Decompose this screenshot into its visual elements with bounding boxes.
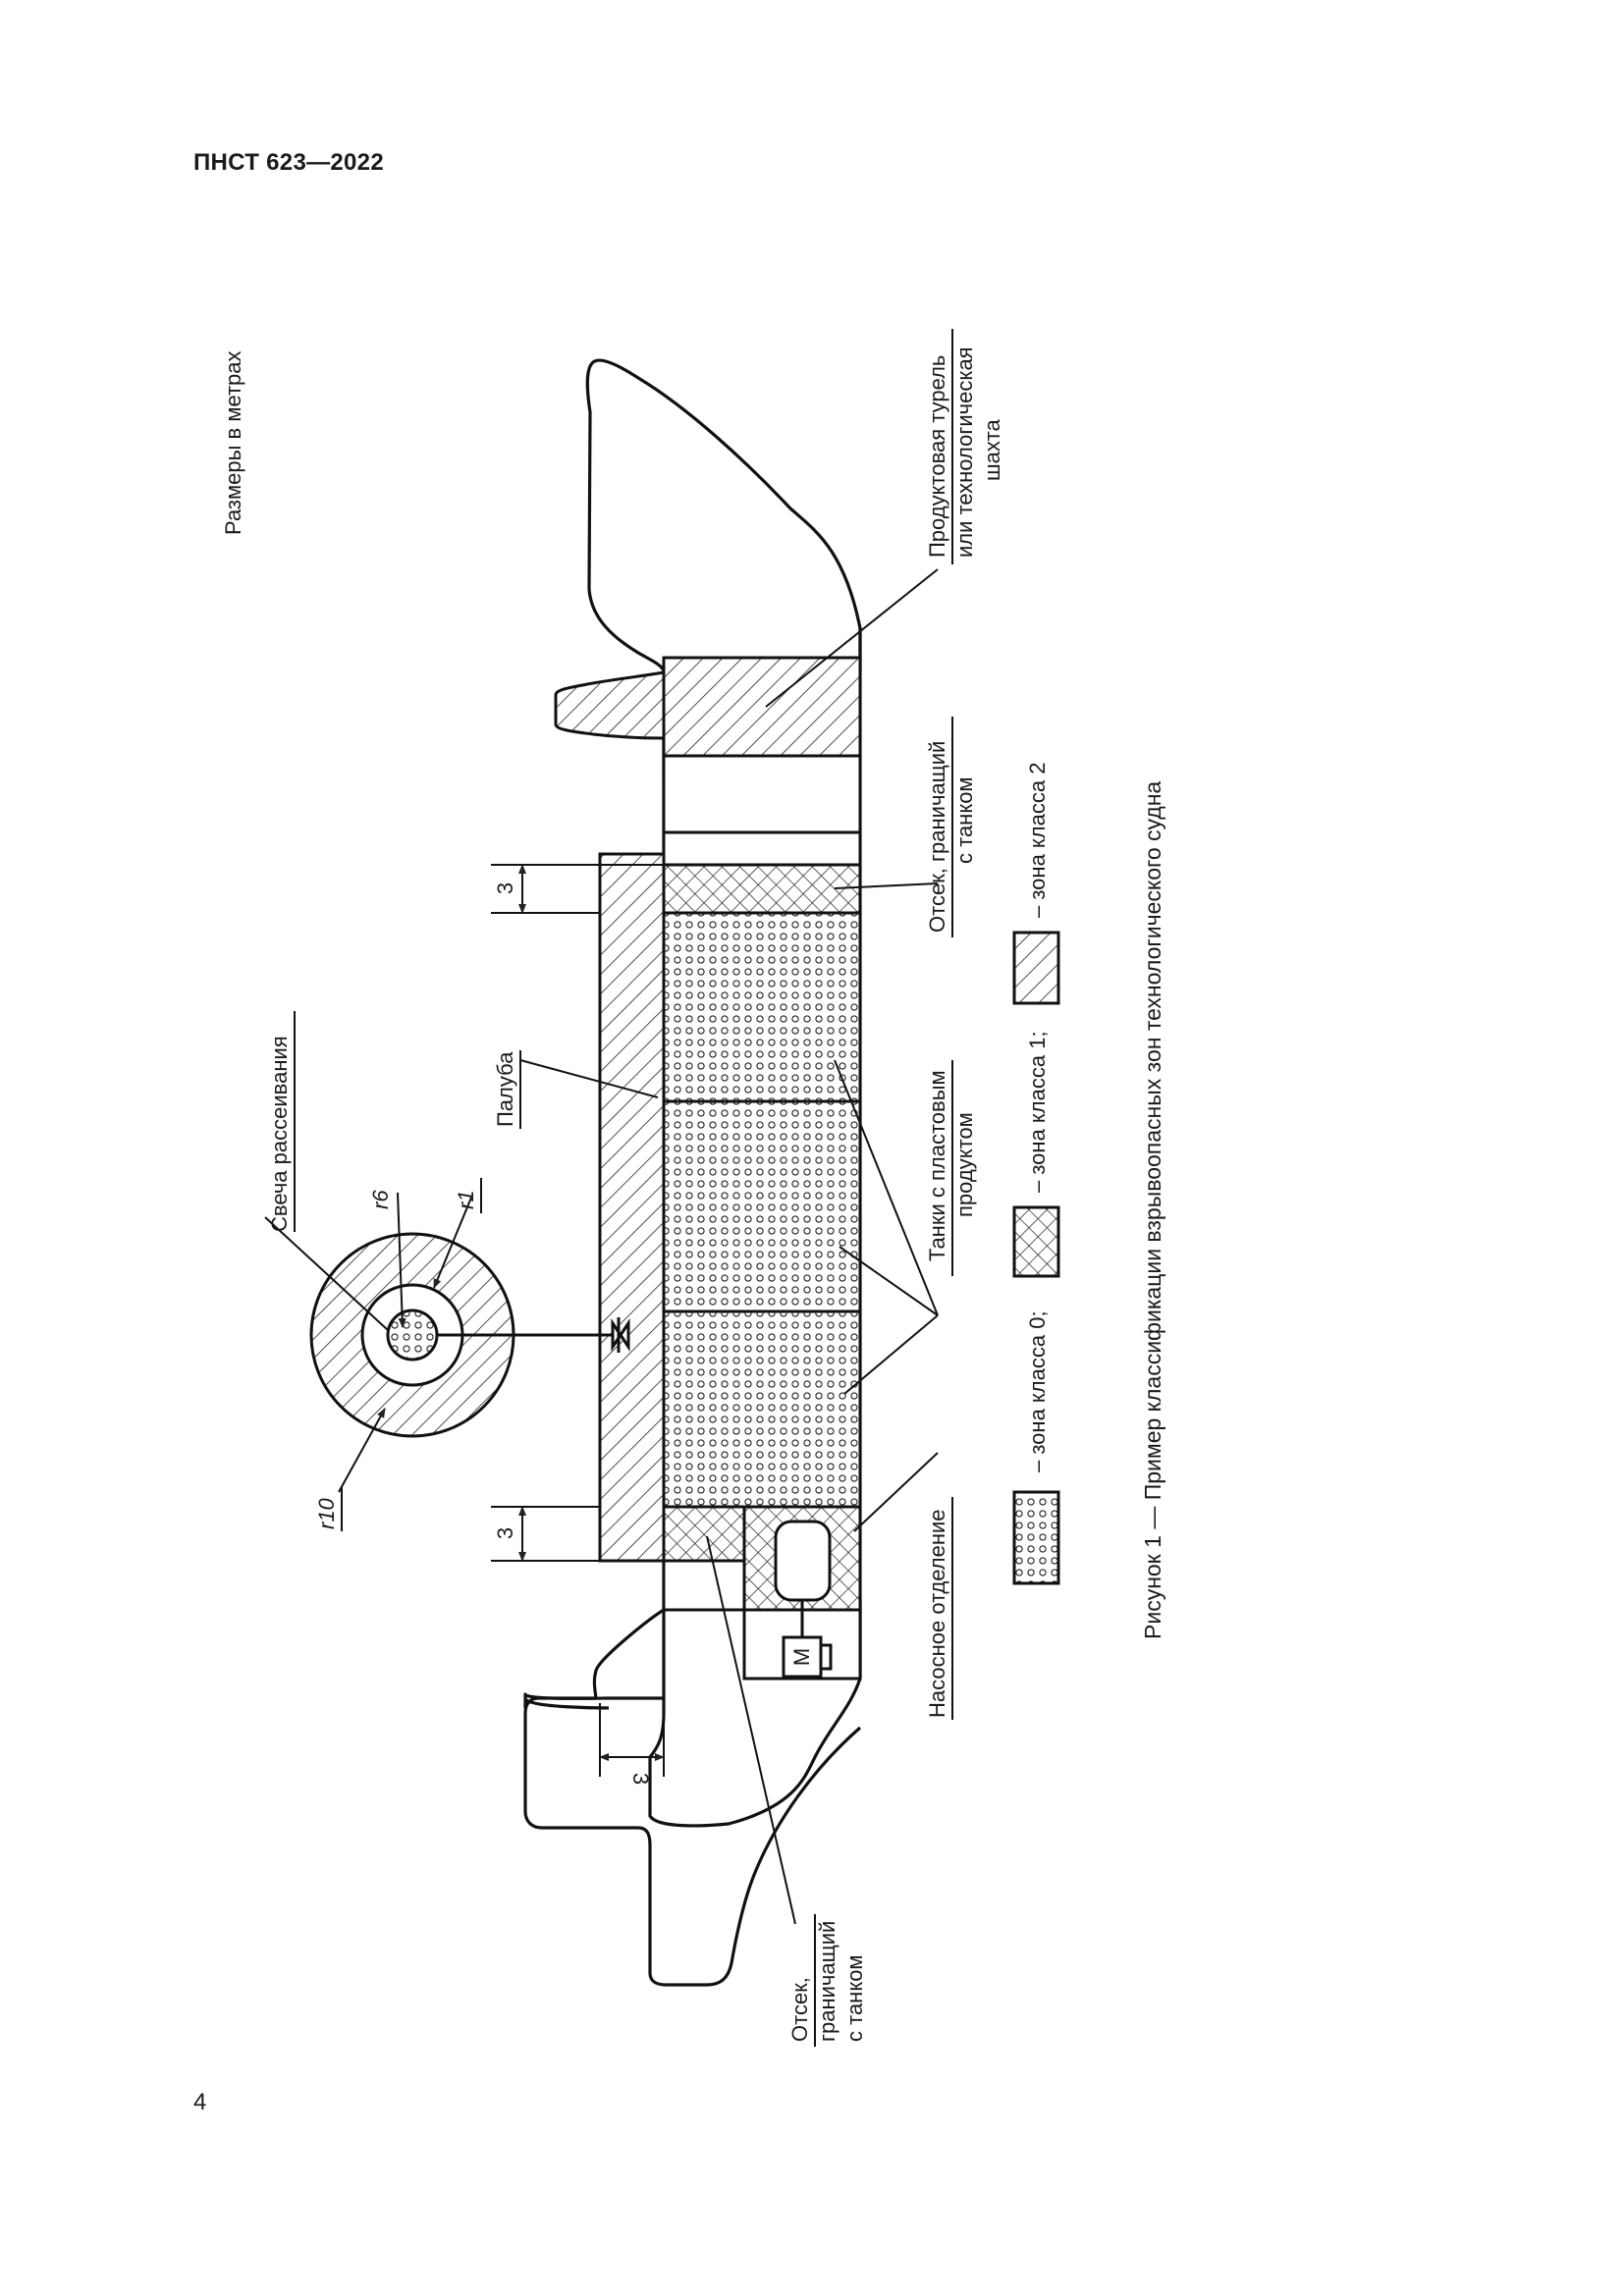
radius-r6-label: r6 xyxy=(368,1190,393,1209)
legend-item-zone-2: – зона класса 2 xyxy=(1012,763,1060,1005)
radius-r1-label: r1 xyxy=(454,1190,478,1209)
tanks-label-line2: продуктом xyxy=(952,1112,977,1217)
cofferdam-top-zone-1 xyxy=(662,863,862,915)
legend-item-zone-0: – зона класса 0; xyxy=(1012,1310,1060,1585)
deck-zone-2 xyxy=(598,852,666,1563)
figure-caption: Рисунок 1 — Пример классификации взрывоо… xyxy=(1140,781,1165,1639)
tanks-label-line1: Танки с пластовым xyxy=(925,1070,949,1261)
compartment-fwd-label-line1: Отсек, xyxy=(787,1977,812,2042)
flare-pipe xyxy=(437,1317,630,1353)
dimension-3-bottom: 3 xyxy=(493,1527,517,1539)
flare-label: Свеча рассеивания xyxy=(267,1036,292,1232)
legend-label-zone-1: – зона класса 1; xyxy=(1025,1031,1050,1193)
deck-label: Палуба xyxy=(493,1051,517,1127)
compartment-fwd-label-line2: граничащий xyxy=(815,1921,839,2042)
empty-compartments xyxy=(662,754,862,867)
dimension-3-top: 3 xyxy=(493,882,517,894)
radius-indicators xyxy=(264,1192,472,1493)
legend-label-zone-2: – зона класса 2 xyxy=(1025,763,1050,918)
units-note: Размеры в метрах xyxy=(221,350,245,535)
dimension-lines xyxy=(491,864,665,1777)
document-code: ПНСТ 623—2022 xyxy=(193,149,384,176)
turret-zone-2 xyxy=(662,656,862,758)
dimension-3-side: 3 xyxy=(628,1773,653,1785)
compartment-fwd-label-line3: с танком xyxy=(842,1954,867,2042)
radius-r10-label: r10 xyxy=(314,1497,339,1529)
turret-label-line1: Продуктовая турель xyxy=(925,355,949,558)
turret-label-line3: шахта xyxy=(980,419,1004,481)
legend-item-zone-1: – зона класса 1; xyxy=(1012,1031,1060,1278)
leader-lines xyxy=(519,568,939,1925)
turret-label-line2: или технологическая xyxy=(952,347,977,558)
turret-nose-zone-2 xyxy=(554,670,666,740)
compartment-aft-label-line1: Отсек, граничащий xyxy=(925,741,949,933)
cargo-tanks-zone-0 xyxy=(662,911,862,1509)
pump-room-label: Насосное отделение xyxy=(925,1509,949,1718)
legend: – зона класса 0; – зона класса 1; – зона… xyxy=(1012,763,1060,1585)
legend-label-zone-0: – зона класса 0; xyxy=(1025,1310,1050,1472)
pump-room: M xyxy=(662,1505,862,1681)
motor-label: M xyxy=(789,1648,814,1666)
stern-block xyxy=(523,1608,862,1987)
compartment-aft-label-line2: с танком xyxy=(952,776,977,864)
page-number: 4 xyxy=(193,2089,207,2115)
